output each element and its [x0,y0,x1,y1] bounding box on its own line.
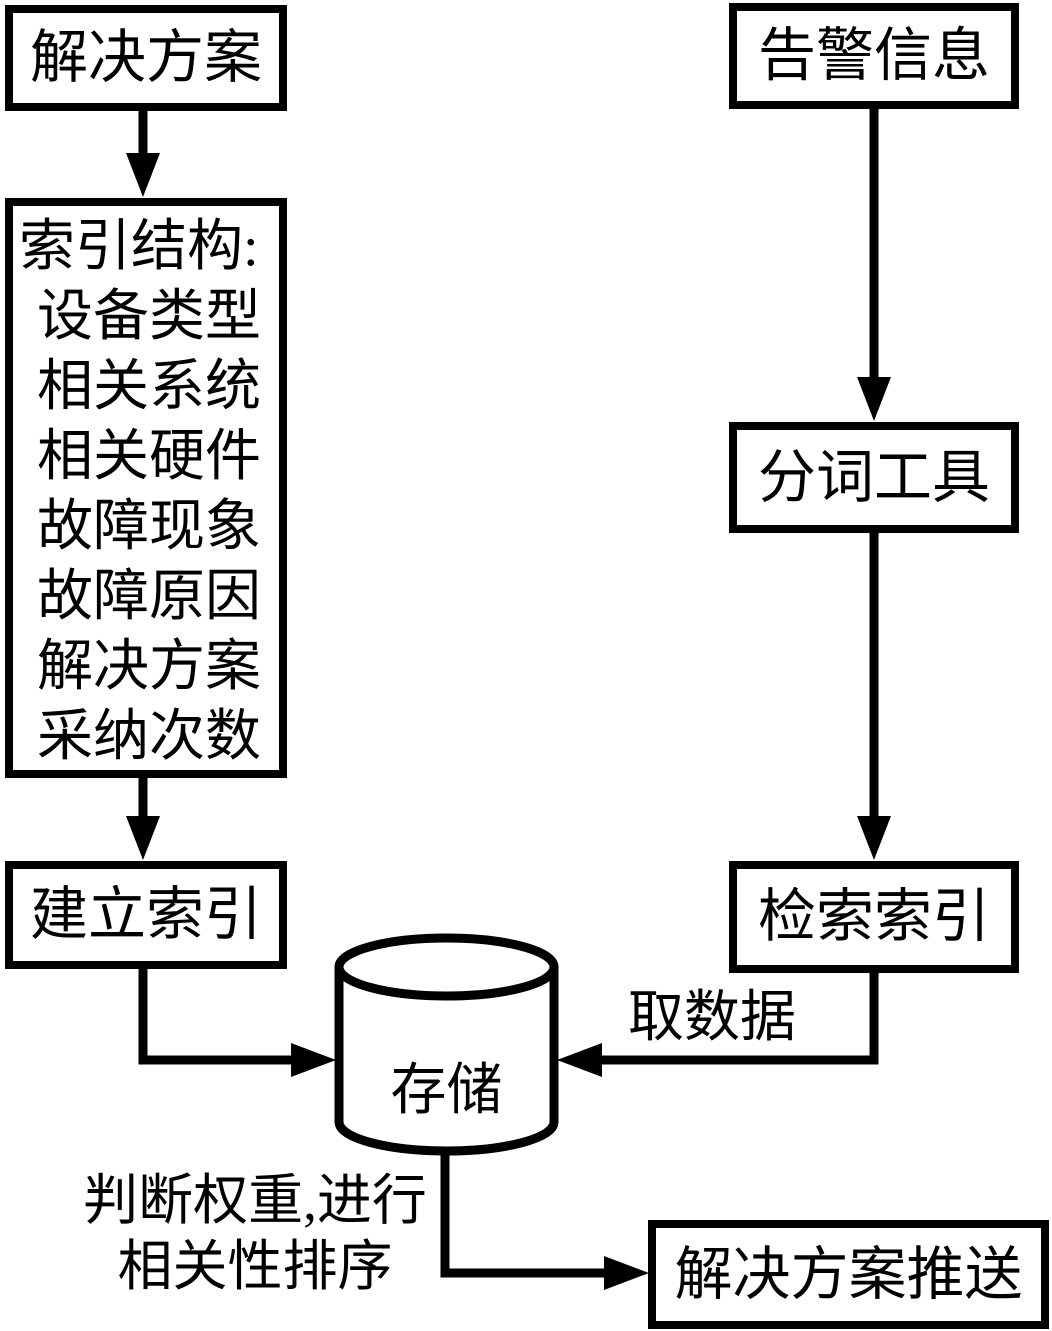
node-search-index-label: 检索索引 [757,884,990,949]
index-structure-title: 索引结构: [19,216,259,278]
arrow-alarm-to-segmentation [857,106,891,421]
edge-label-weight-sort: 判断权重,进行 相关性排序 [40,1168,470,1300]
node-solution-push: 解决方案推送 [648,1220,1049,1329]
node-build-index-label: 建立索引 [29,882,262,947]
edge-label-fetch-data: 取数据 [628,987,796,1049]
node-alarm-info: 告警信息 [729,3,1019,109]
arrow-segmentation-to-search [857,530,891,860]
index-field-fault-symptom: 故障现象 [37,496,261,558]
edge-label-weight-sort-line1: 判断权重,进行 [83,1170,427,1231]
index-field-fault-cause: 故障原因 [37,566,261,628]
arrow-index-to-build [126,774,160,860]
storage-cylinder [334,933,559,1156]
index-field-solution: 解决方案 [37,636,261,698]
node-word-segmentation-label: 分词工具 [757,444,990,510]
node-search-index: 检索索引 [729,861,1019,973]
arrow-build-to-storage [138,966,336,1077]
index-field-adoption-count: 采纳次数 [37,706,261,768]
node-index-structure: 索引结构: 设备类型 相关系统 相关硬件 故障现象 故障原因 解决方案 采纳次数 [5,198,287,778]
node-solution: 解决方案 [5,5,287,111]
node-solution-push-label: 解决方案推送 [674,1241,1023,1307]
node-word-segmentation: 分词工具 [729,422,1019,533]
edge-label-weight-sort-line2: 相关性排序 [117,1236,393,1297]
index-field-device-type: 设备类型 [37,286,261,348]
index-field-related-system: 相关系统 [37,356,261,418]
arrow-search-to-storage [557,970,879,1077]
node-alarm-info-label: 告警信息 [757,23,990,88]
arrow-solution-to-index [126,108,160,197]
storage-label: 存储 [390,1060,503,1122]
node-solution-label: 解决方案 [29,25,262,90]
arrow-storage-to-push [440,1150,649,1290]
index-field-related-hardware: 相关硬件 [37,426,261,488]
node-build-index: 建立索引 [5,861,287,969]
